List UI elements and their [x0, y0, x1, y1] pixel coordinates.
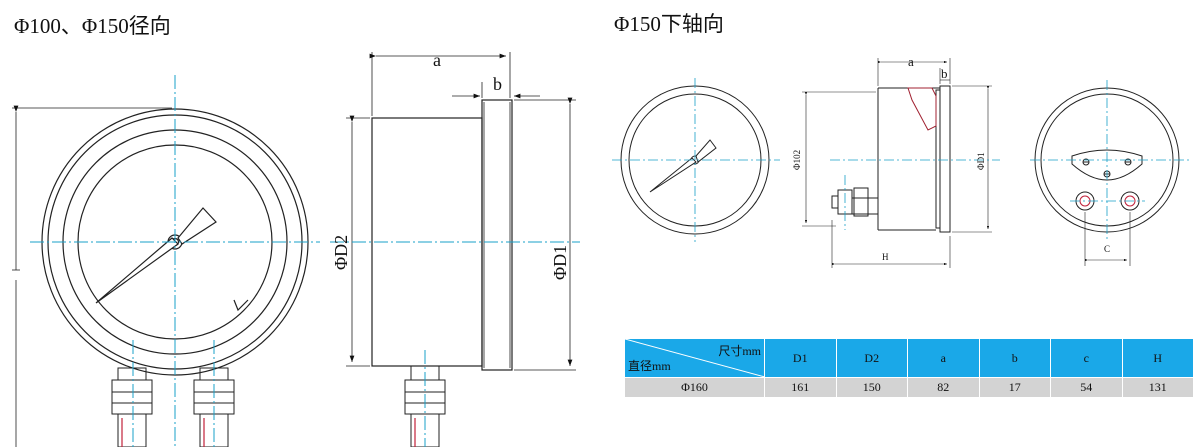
dim-d2-label: ΦD2: [331, 235, 351, 270]
dim-b-label: b: [493, 74, 502, 94]
table-header-row: 尺寸mm 直径mm D1 D2 a b c H: [624, 338, 1194, 378]
header-d2: D2: [835, 338, 908, 378]
row-label: Φ160: [624, 377, 765, 398]
dim-a-label: a: [433, 50, 441, 70]
front-view-large: [12, 105, 309, 447]
small-dim-a-label: a: [908, 54, 914, 69]
cell-h: 131: [1121, 377, 1194, 398]
small-dim-d1-label: ΦD1: [976, 152, 986, 170]
small-dim-d2-label: Φ102: [792, 150, 802, 170]
header-h: H: [1121, 338, 1194, 378]
cell-c: 54: [1050, 377, 1123, 398]
small-dim-b-label: b: [941, 66, 948, 81]
title-axial: Φ150下轴向: [614, 12, 724, 36]
title-radial: Φ100、Φ150径向: [14, 14, 171, 38]
table-corner-cell: 尺寸mm 直径mm: [624, 338, 765, 378]
corner-top-label: 尺寸mm: [718, 344, 761, 358]
table-row: Φ160 161 150 82 17 54 131: [624, 377, 1194, 398]
centerlines-side: [330, 241, 580, 447]
cell-d2: 150: [835, 377, 908, 398]
header-c: c: [1050, 338, 1123, 378]
side-view-large: [346, 52, 576, 447]
header-b: b: [978, 338, 1051, 378]
side-view-small: [802, 58, 992, 268]
header-d1: D1: [764, 338, 837, 378]
centerlines-front: [30, 75, 320, 447]
dim-d1-label: ΦD1: [550, 245, 570, 280]
cell-d1: 161: [764, 377, 837, 398]
small-dim-h-label: H: [882, 252, 889, 262]
spec-table: 尺寸mm 直径mm D1 D2 a b c H Φ160 161 150 82 …: [624, 338, 1194, 398]
corner-bottom-label: 直径mm: [628, 359, 671, 373]
header-a: a: [907, 338, 980, 378]
small-dim-c-label: C: [1104, 244, 1110, 254]
cell-b: 17: [978, 377, 1051, 398]
cell-a: 82: [907, 377, 980, 398]
